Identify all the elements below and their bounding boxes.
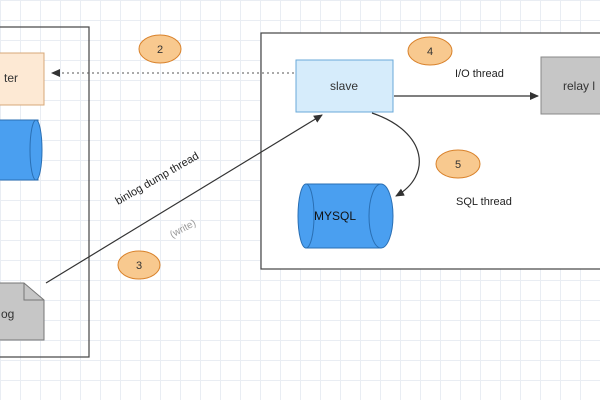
binlog-label: og: [1, 307, 14, 321]
svg-text:4: 4: [427, 46, 433, 58]
slave-label: slave: [330, 79, 358, 93]
slave-database-icon: [297, 183, 394, 249]
svg-text:2: 2: [157, 44, 163, 56]
relay-log-box: [540, 56, 600, 115]
sql-thread-arrow: [371, 112, 420, 197]
binlog-dump-thread-label: binlog dump thread: [114, 150, 202, 207]
io-thread-label: I/O thread: [455, 68, 504, 80]
master-container: [0, 26, 90, 358]
sql-thread-label: SQL thread: [456, 196, 512, 208]
step-badge-5: 5: [435, 149, 481, 179]
binlog-dump-arrow: [45, 114, 323, 284]
step-badge-2: 2: [138, 34, 182, 64]
step-badge-4: 4: [407, 36, 453, 66]
slave-box: [295, 59, 394, 113]
binlog-file-icon: [0, 282, 45, 341]
master-database-icon: [0, 119, 43, 181]
master-box-label: ter: [4, 71, 18, 85]
relay-log-label: relay l: [563, 79, 595, 93]
master-box: [0, 52, 45, 106]
mysql-label: MYSQL: [314, 209, 356, 223]
write-label: (write): [168, 218, 198, 241]
svg-text:3: 3: [136, 260, 142, 272]
svg-text:5: 5: [455, 159, 461, 171]
step-badge-3: 3: [117, 250, 161, 280]
